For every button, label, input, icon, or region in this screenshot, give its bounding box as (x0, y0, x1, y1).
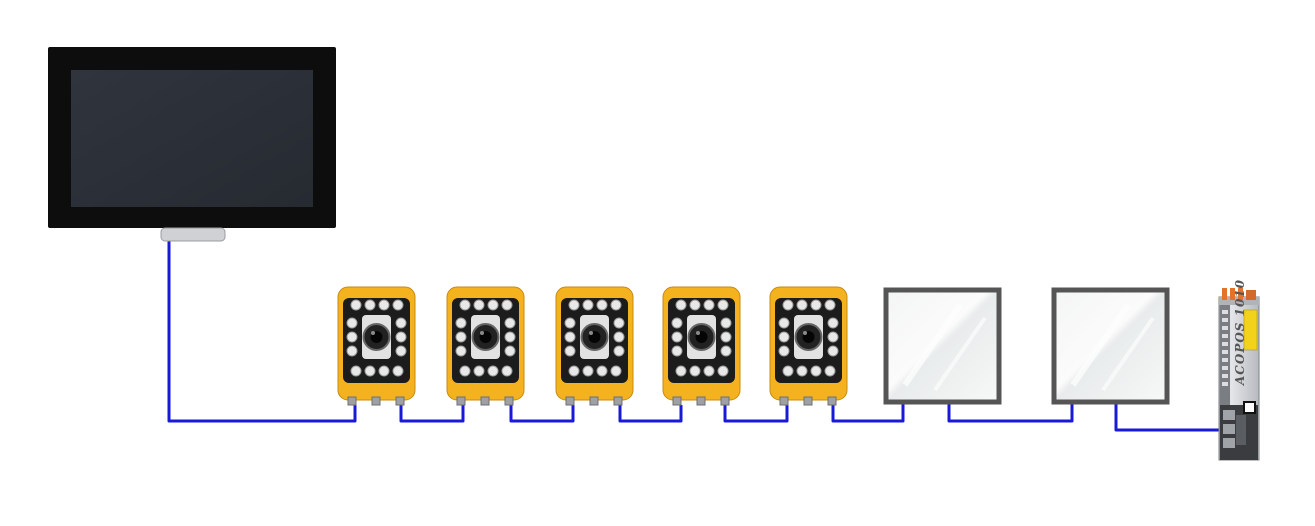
servo-drive[interactable]: ACOPOS 1010 (1218, 279, 1260, 461)
empty-device-slot[interactable] (883, 287, 1002, 405)
smart-camera[interactable] (662, 286, 741, 406)
drive-model-label: ACOPOS 1010 (1233, 279, 1247, 386)
smart-camera[interactable] (337, 286, 416, 406)
hmi-touch-panel[interactable] (48, 47, 336, 242)
ethernet-cable (1114, 402, 1230, 432)
smart-camera[interactable] (555, 286, 634, 406)
camera-group (337, 286, 848, 406)
ethernet-cable (831, 402, 905, 423)
panel-connector (160, 227, 226, 242)
ethernet-cable (723, 405, 789, 423)
ethernet-cable (618, 405, 683, 423)
panel-screen (71, 70, 313, 207)
ethernet-cables (167, 241, 1230, 432)
ethernet-cable (399, 405, 465, 423)
ethernet-cable (509, 405, 575, 423)
ethernet-cable (167, 241, 357, 423)
empty-device-slot[interactable] (1051, 287, 1170, 405)
smart-camera[interactable] (446, 286, 525, 406)
smart-camera[interactable] (769, 286, 848, 406)
ethernet-cable (947, 402, 1074, 423)
